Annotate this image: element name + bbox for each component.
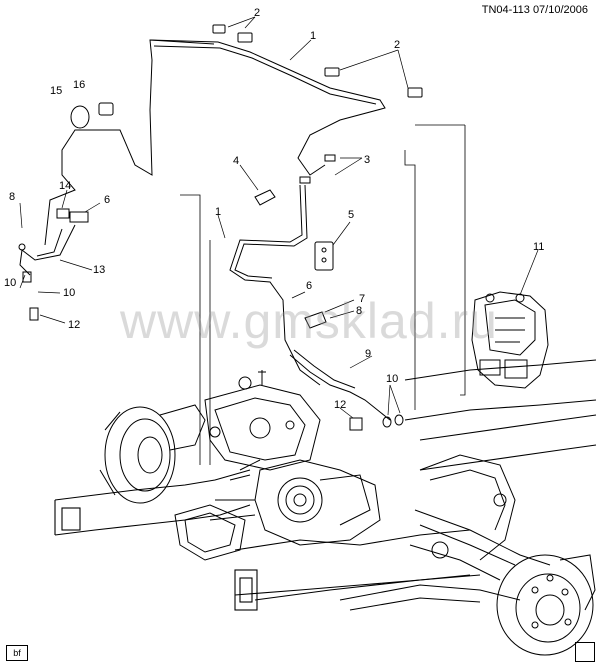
bracket-4 [254,189,276,206]
callout-5: 5 [348,209,355,221]
callout-15: 15 [50,85,63,97]
callout-1: 1 [310,30,317,42]
bolt-group [349,414,404,431]
brake-pipe-upper [44,39,215,246]
callout-12: 12 [334,399,347,411]
diagram-reference-header: TN04-113 07/10/2006 [482,4,588,16]
front-differential [209,459,381,546]
brake-pipe-middle-2 [234,184,308,279]
hose-9-b [293,349,356,389]
callout-8: 8 [9,191,16,203]
callout-4: 4 [233,155,240,167]
callout-7: 7 [359,293,366,305]
callout-11: 11 [533,241,545,253]
leader-lines [19,16,539,419]
publisher-logo-icon [575,642,595,662]
diagram-code: TN04-113 [481,4,530,16]
left-hose-assembly [18,102,114,321]
brake-pipe-middle [229,184,321,386]
watermark: www.gmsklad.ru [120,293,498,349]
callout-8: 8 [356,305,363,317]
callout-2: 2 [394,39,401,51]
callout-13: 13 [93,264,106,276]
callout-9: 9 [365,348,372,360]
frame-structure [54,359,597,611]
left-suspension [174,459,261,561]
callout-6: 6 [104,194,111,206]
block-5 [314,241,334,271]
callout-14: 14 [59,180,72,192]
callout-1: 1 [215,206,222,218]
callout-3: 3 [364,154,371,166]
brake-pipe-upper-2 [149,39,386,176]
callout-10: 10 [63,287,76,299]
callout-6: 6 [306,280,313,292]
transfer-case [204,370,321,471]
fitting-7 [304,311,327,329]
callout-2: 2 [254,7,261,19]
reference-box-lines [180,124,466,465]
callout-12: 12 [68,319,81,331]
pipe-clip-group [212,24,423,184]
corner-tag: bf [6,645,28,661]
callout-16: 16 [73,79,86,91]
callout-10: 10 [4,277,17,289]
right-brake-rotor [496,554,596,656]
diagram-date: 07/10/2006 [532,4,588,16]
left-brake-assembly [99,404,206,504]
hose-9 [289,354,391,421]
right-suspension [339,454,551,611]
brake-pipe-upper-double [153,45,377,105]
callout-10: 10 [386,373,399,385]
